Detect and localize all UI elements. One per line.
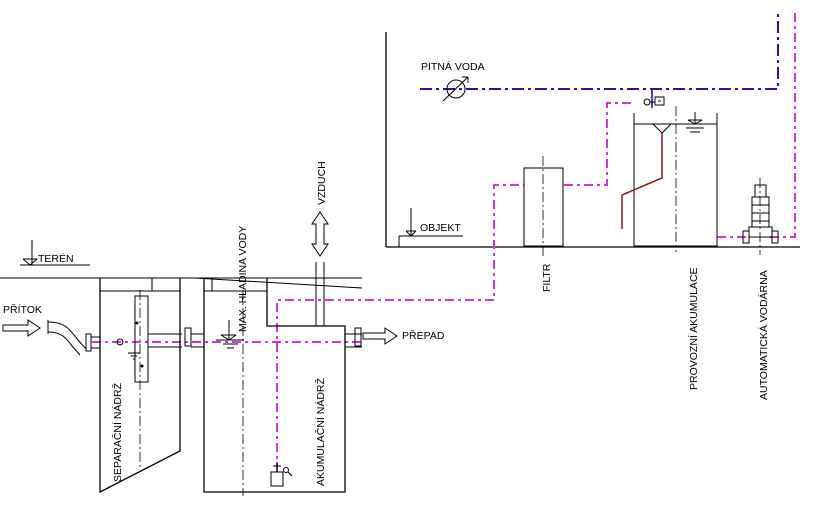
- vzduch-label: VZDUCH: [316, 161, 328, 205]
- float-valve-icon: [643, 96, 665, 106]
- pitna-voda-label: PITNÁ VODA: [421, 60, 485, 73]
- overflow-arrow-icon: [362, 327, 398, 345]
- building-outline: [385, 32, 800, 248]
- pritok-label: PŘÍTOK: [3, 303, 42, 316]
- rainwater-pipe: [92, 12, 796, 472]
- pump-station-icon: [742, 178, 779, 255]
- prepad-label: PŘEPAD: [402, 329, 445, 342]
- terrain: [0, 240, 363, 289]
- air-vent: [311, 211, 329, 326]
- separacni-label: SEPARAČNÍ NÁDRŽ: [111, 382, 124, 482]
- separation-tank: [99, 278, 182, 494]
- suction-basket-icon: [270, 462, 293, 487]
- filter: [523, 156, 564, 258]
- connecting-flange: [184, 327, 204, 348]
- hladina-label: MAX. HLADINA VODY: [237, 226, 249, 332]
- teren-label: TERÉN: [38, 252, 74, 265]
- accumulation-tank: [203, 278, 346, 496]
- water-meter-icon: [442, 76, 469, 102]
- provozni-label: PROVOZNÍ AKUMULACE: [687, 267, 700, 390]
- overflow-pipe: [345, 327, 362, 348]
- inlet-pipe: [47, 320, 100, 356]
- filtr-label: FILTR: [541, 263, 553, 292]
- objekt-label: OBJEKT: [420, 222, 461, 234]
- akumulacni-label: AKUMULAČNÍ NÁDRŽ: [314, 377, 327, 486]
- potable-water-line: [420, 12, 779, 108]
- operational-tank: [621, 106, 718, 252]
- inlet-arrow-icon: [2, 319, 41, 337]
- vodarna-label: AUTOMATICKÁ VODÁRNA: [757, 270, 770, 400]
